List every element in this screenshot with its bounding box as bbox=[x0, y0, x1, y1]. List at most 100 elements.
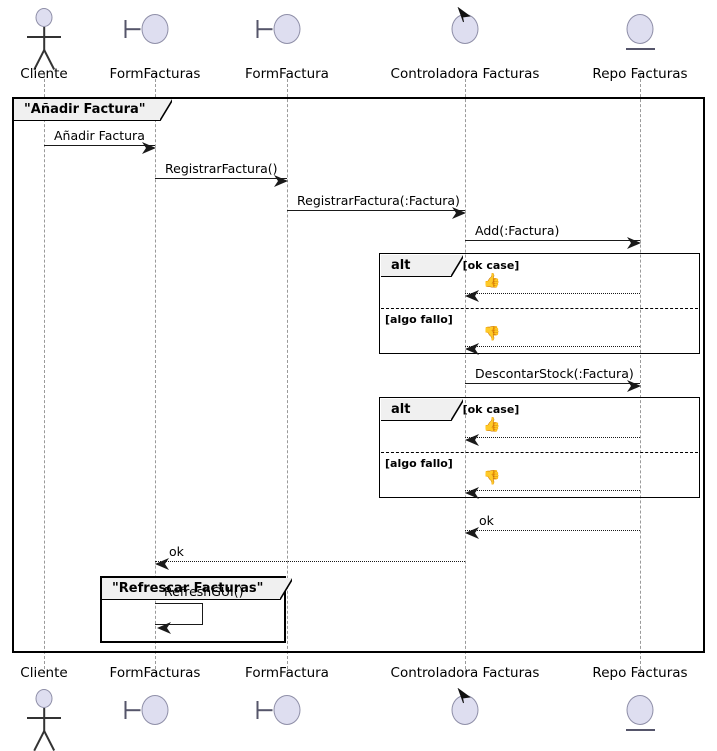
arrowhead-m2 bbox=[274, 172, 289, 191]
message-line-m9 bbox=[465, 490, 640, 491]
participant-label-repo-top: Repo Facturas bbox=[592, 66, 688, 82]
arrowhead-m11 bbox=[155, 555, 170, 574]
boundary-circle-icon bbox=[141, 14, 169, 44]
participant-icon-repo[interactable] bbox=[625, 689, 655, 735]
actor-head-icon bbox=[35, 689, 53, 708]
fragment-title-alt-1: alt bbox=[391, 257, 411, 273]
arrowhead-m6 bbox=[465, 340, 480, 359]
guard-alt-2-0: [ok case] bbox=[462, 403, 520, 416]
lifeline-repo bbox=[639, 74, 641, 674]
arrowhead-m7 bbox=[627, 377, 642, 396]
icon-holder bbox=[256, 695, 301, 725]
message-label-m3: RegistrarFactura(:Factura) bbox=[297, 193, 460, 208]
fragment-alt-2 bbox=[379, 397, 700, 498]
message-icon-thumbs-down-m9: 👎 bbox=[483, 470, 501, 486]
message-label-m1: Añadir Factura bbox=[54, 128, 145, 143]
boundary-bar-icon bbox=[124, 28, 141, 30]
entity-underline-icon bbox=[625, 729, 655, 731]
guard-alt-2-1: [algo fallo] bbox=[385, 457, 453, 470]
fragment-tab-fold-alt-1 bbox=[450, 254, 463, 277]
arrowhead-m5 bbox=[465, 287, 480, 306]
message-line-m8 bbox=[465, 437, 640, 438]
message-line-m4 bbox=[465, 240, 640, 241]
message-line-m5 bbox=[465, 293, 640, 294]
actor-body-icon bbox=[43, 27, 45, 51]
message-label-m11: ok bbox=[169, 544, 184, 559]
participant-icon-cliente[interactable] bbox=[27, 8, 61, 70]
participant-label-formfacturas-top: FormFacturas bbox=[109, 66, 201, 82]
control-arrow-icon bbox=[457, 687, 475, 708]
participant-label-cliente-bottom: Cliente bbox=[20, 665, 68, 681]
self-message-box-m12 bbox=[155, 603, 203, 625]
fragment-title-frame-anadir-factura: "Añadir Factura" bbox=[24, 101, 146, 117]
participant-icon-controladora[interactable] bbox=[450, 6, 480, 54]
message-label-m2: RegistrarFactura() bbox=[165, 161, 278, 176]
fragment-tab-fold-alt-2 bbox=[450, 398, 463, 421]
guard-alt-1-1: [algo fallo] bbox=[385, 313, 453, 326]
participant-label-cliente-top: Cliente bbox=[20, 66, 68, 82]
message-label-m10: ok bbox=[479, 513, 494, 528]
participant-label-repo-bottom: Repo Facturas bbox=[592, 665, 688, 681]
message-label-m4: Add(:Factura) bbox=[475, 223, 560, 238]
boundary-cap-icon bbox=[124, 20, 127, 38]
participant-label-formfactura-top: FormFactura bbox=[245, 66, 329, 82]
icon-holder bbox=[625, 14, 655, 50]
arrowhead-m12 bbox=[157, 619, 172, 638]
participant-icon-repo[interactable] bbox=[625, 8, 655, 54]
actor-arms-icon bbox=[27, 36, 61, 38]
control-circle-icon bbox=[451, 695, 479, 725]
boundary-bar-icon bbox=[256, 28, 273, 30]
arrowhead-m3 bbox=[452, 204, 467, 223]
boundary-bar-icon bbox=[256, 709, 273, 711]
message-line-m2 bbox=[155, 178, 287, 179]
actor-arms-icon bbox=[27, 717, 61, 719]
lifeline-formfactura bbox=[286, 74, 288, 674]
boundary-cap-icon bbox=[256, 20, 259, 38]
entity-circle-icon bbox=[626, 695, 654, 725]
participant-label-formfacturas-bottom: FormFacturas bbox=[109, 665, 201, 681]
icon-holder bbox=[256, 14, 301, 44]
fragment-tab-frame-refrescar-facturas bbox=[101, 577, 280, 600]
alt-divider-alt-1-1 bbox=[380, 308, 699, 309]
fragment-tab-alt-2 bbox=[380, 398, 451, 421]
participant-icon-controladora[interactable] bbox=[450, 687, 480, 735]
message-line-m7 bbox=[465, 383, 640, 384]
message-label-m12: RefreshGUI() bbox=[164, 584, 244, 599]
arrowhead-m1 bbox=[142, 139, 157, 158]
actor-body-icon bbox=[43, 708, 45, 732]
control-arrow-icon bbox=[457, 6, 475, 27]
message-line-m3 bbox=[287, 210, 465, 211]
message-label-m7: DescontarStock(:Factura) bbox=[475, 366, 634, 381]
message-line-m11 bbox=[155, 561, 465, 562]
message-icon-thumbs-down-m6: 👎 bbox=[483, 326, 501, 342]
participant-icon-formfacturas[interactable] bbox=[124, 689, 170, 735]
lifeline-controladora bbox=[464, 74, 466, 674]
control-circle-icon bbox=[451, 14, 479, 44]
fragment-frame-refrescar-facturas bbox=[100, 576, 286, 643]
arrowhead-m4 bbox=[627, 234, 642, 253]
fragment-tab-frame-anadir-factura bbox=[13, 98, 160, 121]
message-line-m1 bbox=[44, 145, 155, 146]
fragment-tab-fold-frame-refrescar-facturas bbox=[279, 577, 292, 600]
entity-underline-icon bbox=[625, 48, 655, 50]
fragment-tab-alt-1 bbox=[380, 254, 451, 277]
lifeline-formfacturas bbox=[154, 74, 156, 674]
fragment-title-frame-refrescar-facturas: "Refrescar Facturas" bbox=[112, 580, 264, 596]
participant-icon-cliente[interactable] bbox=[27, 689, 61, 751]
participant-icon-formfactura[interactable] bbox=[256, 689, 302, 735]
boundary-circle-icon bbox=[273, 14, 301, 44]
icon-holder bbox=[451, 687, 479, 725]
participant-icon-formfacturas[interactable] bbox=[124, 8, 170, 54]
boundary-cap-icon bbox=[124, 701, 127, 719]
participant-label-controladora-top: Controladora Facturas bbox=[390, 66, 540, 82]
message-icon-thumbs-up-m8: 👍 bbox=[483, 417, 501, 433]
lifeline-cliente bbox=[43, 74, 45, 674]
icon-holder bbox=[625, 695, 655, 731]
alt-divider-alt-2-1 bbox=[380, 452, 699, 453]
fragment-tab-fold-frame-anadir-factura bbox=[159, 98, 172, 121]
participant-label-controladora-bottom: Controladora Facturas bbox=[390, 665, 540, 681]
icon-holder bbox=[124, 14, 169, 44]
entity-circle-icon bbox=[626, 14, 654, 44]
participant-icon-formfactura[interactable] bbox=[256, 8, 302, 54]
